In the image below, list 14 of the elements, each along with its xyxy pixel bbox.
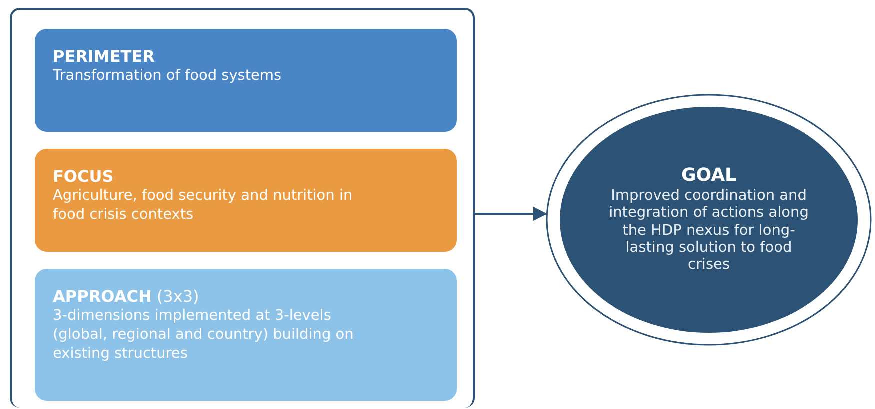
description: Improved coordination and integration of actions along the HDP nexus for long-lasting solution to food crises (608, 188, 810, 275)
heading: PERIMETER (52, 47, 156, 67)
description: Transformation of food systems (52, 67, 283, 86)
category-card (35, 29, 457, 132)
heading: FOCUS (52, 167, 115, 187)
heading: GOAL (682, 165, 736, 188)
goal-circle (546, 94, 872, 346)
heading: APPROACH (3x3) (52, 287, 200, 307)
category-card (35, 269, 457, 401)
arrow (475, 207, 548, 221)
container-panel (10, 8, 475, 408)
category-card (35, 149, 457, 252)
description: Agriculture, food security and nutrition in food crisis contexts (52, 187, 354, 225)
description: 3-dimensions implemented at 3-levels (global, regional and country) building on existing structures (52, 307, 355, 364)
